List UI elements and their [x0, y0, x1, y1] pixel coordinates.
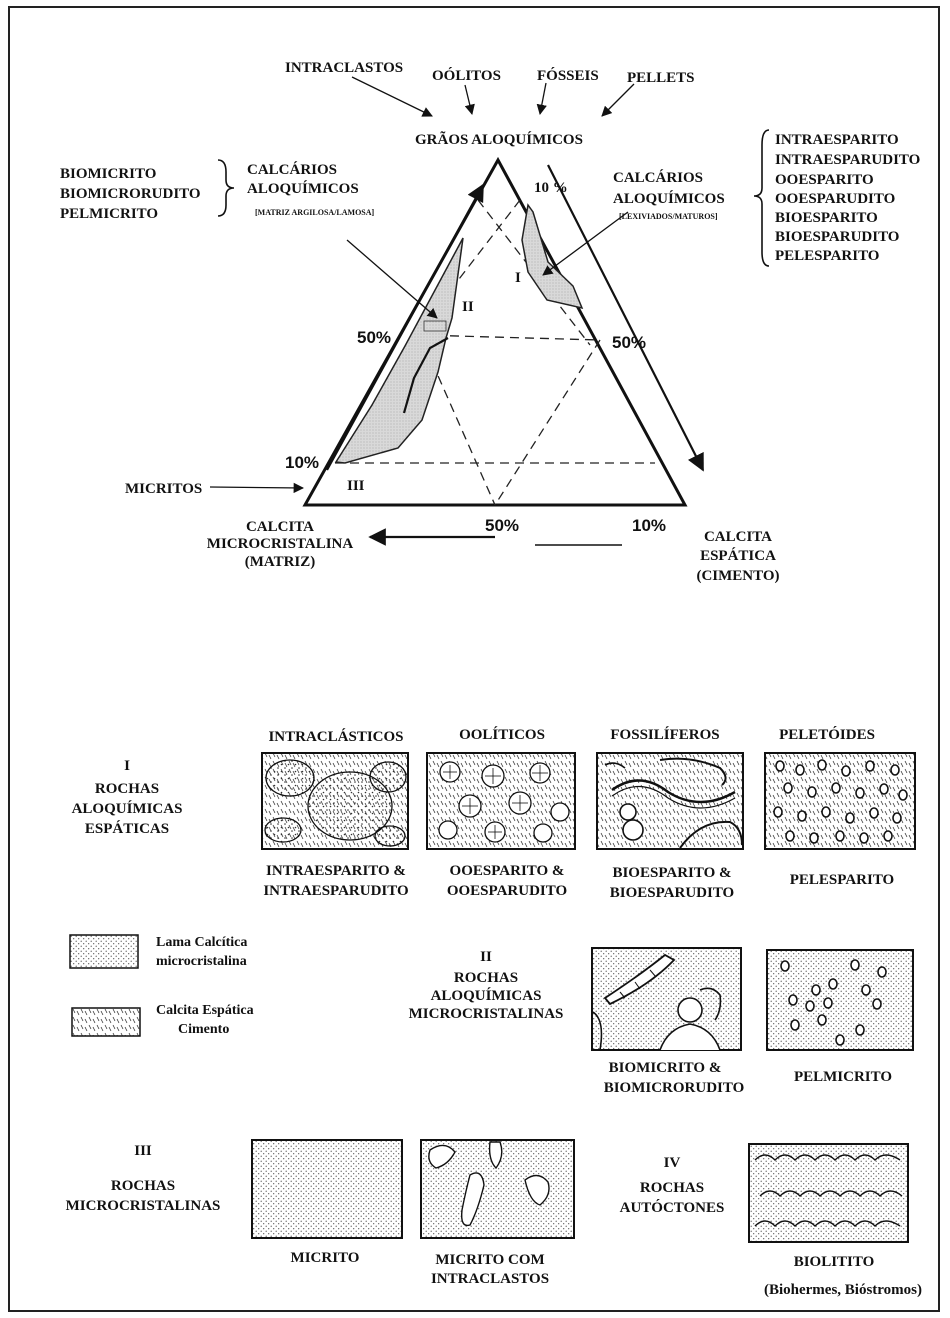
rock-name: OOESPARUDITO [447, 883, 567, 899]
rock-name: PELMICRITO [794, 1069, 892, 1085]
legend-label: Cimento [178, 1022, 229, 1037]
rock-name: MICRITO [291, 1250, 360, 1266]
group-III-roman: III [134, 1143, 152, 1159]
header-peletoides: PELETÓIDES [779, 726, 875, 743]
left-field-title: ALOQUÍMICOS [247, 180, 359, 197]
zone-III: III [347, 478, 365, 494]
rock-name: INTRAESPARITO & [266, 863, 406, 879]
rock-name: BIOESPARITO & [612, 865, 731, 881]
texture-peloidal [765, 753, 915, 849]
percent-left-50: 50% [357, 328, 391, 347]
texture-biolitite [749, 1144, 908, 1242]
right-list-item: INTRAESPARITO [775, 132, 899, 148]
right-list-item: OOESPARUDITO [775, 191, 895, 207]
group-I-title: ALOQUÍMICAS [72, 800, 183, 817]
group-II-title: ROCHAS [454, 970, 518, 986]
zone-II: II [462, 299, 474, 315]
group-I: I ROCHAS ALOQUÍMICAS ESPÁTICAS INTRACLÁS… [72, 726, 915, 901]
texture-micrite [252, 1140, 402, 1238]
texture-fossiliferous [597, 753, 743, 849]
grain-intraclastos: INTRACLASTOS [285, 60, 403, 76]
right-field-title: CALCÁRIOS [613, 169, 703, 186]
texture-pelmicrite [767, 950, 913, 1050]
grain-fosseis: FÓSSEIS [537, 67, 599, 84]
right-vertex-label: CALCITA [704, 529, 772, 545]
legend-label: microcristalina [156, 954, 247, 969]
rock-name: BIOMICRORUDITO [604, 1080, 745, 1096]
rock-name: OOESPARITO & [450, 863, 565, 879]
left-list-item: PELMICRITO [60, 206, 158, 222]
group-IV-title: ROCHAS [640, 1180, 704, 1196]
right-vertex-label: ESPÁTICA [700, 547, 776, 564]
right-list-item: INTRAESPARUDITO [775, 152, 920, 168]
group-IV-roman: IV [664, 1155, 681, 1171]
group-II-title: MICROCRISTALINAS [409, 1006, 564, 1022]
left-field-note: [MATRIZ ARGILOSA/LAMOSA] [255, 208, 375, 217]
left-list-item: BIOMICRORUDITO [60, 186, 201, 202]
rock-name: PELESPARITO [790, 872, 894, 888]
legend: Lama Calcítica microcristalina Calcita E… [70, 935, 254, 1037]
group-IV-note: (Biohermes, Bióstromos) [764, 1282, 922, 1298]
legend-swatch-lama [70, 935, 138, 968]
rock-name: BIOMICRITO & [609, 1060, 722, 1076]
rock-name: MICRITO COM [435, 1252, 544, 1268]
texture-biomicrite [592, 948, 741, 1050]
grain-oolitos: OÓLITOS [432, 67, 501, 84]
left-field-title: CALCÁRIOS [247, 161, 337, 178]
right-field-note: [LEXIVIADOS/MATUROS] [619, 212, 718, 221]
group-IV-title: AUTÓCTONES [620, 1199, 725, 1216]
group-I-roman: I [124, 758, 130, 774]
group-I-title: ESPÁTICAS [85, 820, 169, 837]
legend-label: Calcita Espática [156, 1003, 254, 1018]
right-list-item: BIOESPARITO [775, 210, 878, 226]
rock-name: INTRAESPARUDITO [263, 883, 408, 899]
grain-pellets: PELLETS [627, 70, 695, 86]
header-intraclasticos: INTRACLÁSTICOS [268, 728, 403, 745]
percent-right-50: 50% [612, 333, 646, 352]
right-list-item: BIOESPARUDITO [775, 229, 899, 245]
texture-micrite-intraclasts [421, 1140, 574, 1238]
rock-name: INTRACLASTOS [431, 1271, 549, 1287]
group-III-title: ROCHAS [111, 1178, 175, 1194]
right-list-item: PELESPARITO [775, 248, 879, 264]
group-III-title: MICROCRISTALINAS [66, 1198, 221, 1214]
group-III: III ROCHAS MICROCRISTALINAS MICRITO MICR… [66, 1140, 574, 1287]
zone-I: I [515, 270, 521, 286]
right-list-item: OOESPARITO [775, 172, 874, 188]
field-II-shaded [336, 238, 463, 463]
group-IV: IV ROCHAS AUTÓCTONES BIOLITITO (Bioherme… [620, 1144, 922, 1298]
group-II: II ROCHAS ALOQUÍMICAS MICROCRISTALINAS B… [409, 948, 913, 1096]
percent-bottom-50: 50% [485, 516, 519, 535]
texture-oolitic [427, 753, 575, 849]
legend-swatch-calcita [72, 1008, 140, 1036]
header-ooliticos: OOLÍTICOS [459, 726, 545, 743]
group-II-roman: II [480, 949, 492, 965]
left-vertex-label: MICROCRISTALINA [207, 536, 354, 552]
left-vertex-label: CALCITA [246, 519, 314, 535]
percent-top: 10 % [534, 180, 568, 196]
percent-left-10: 10% [285, 453, 319, 472]
header-fossiliferos: FOSSILÍFEROS [610, 726, 719, 743]
rock-name: BIOESPARUDITO [610, 885, 734, 901]
legend-label: Lama Calcítica [156, 935, 247, 950]
rock-name: BIOLITITO [794, 1254, 875, 1270]
left-list-item: BIOMICRITO [60, 166, 156, 182]
right-vertex-label: (CIMENTO) [696, 568, 779, 584]
texture-intraclastic [262, 753, 408, 849]
apex-label: GRÃOS ALOQUÍMICOS [415, 130, 583, 148]
micritos-label: MICRITOS [125, 481, 202, 497]
group-I-title: ROCHAS [95, 781, 159, 797]
right-field-title: ALOQUÍMICOS [613, 190, 725, 207]
percent-bottom-10: 10% [632, 516, 666, 535]
left-vertex-label: (MATRIZ) [245, 554, 316, 570]
group-II-title: ALOQUÍMICAS [431, 987, 542, 1004]
